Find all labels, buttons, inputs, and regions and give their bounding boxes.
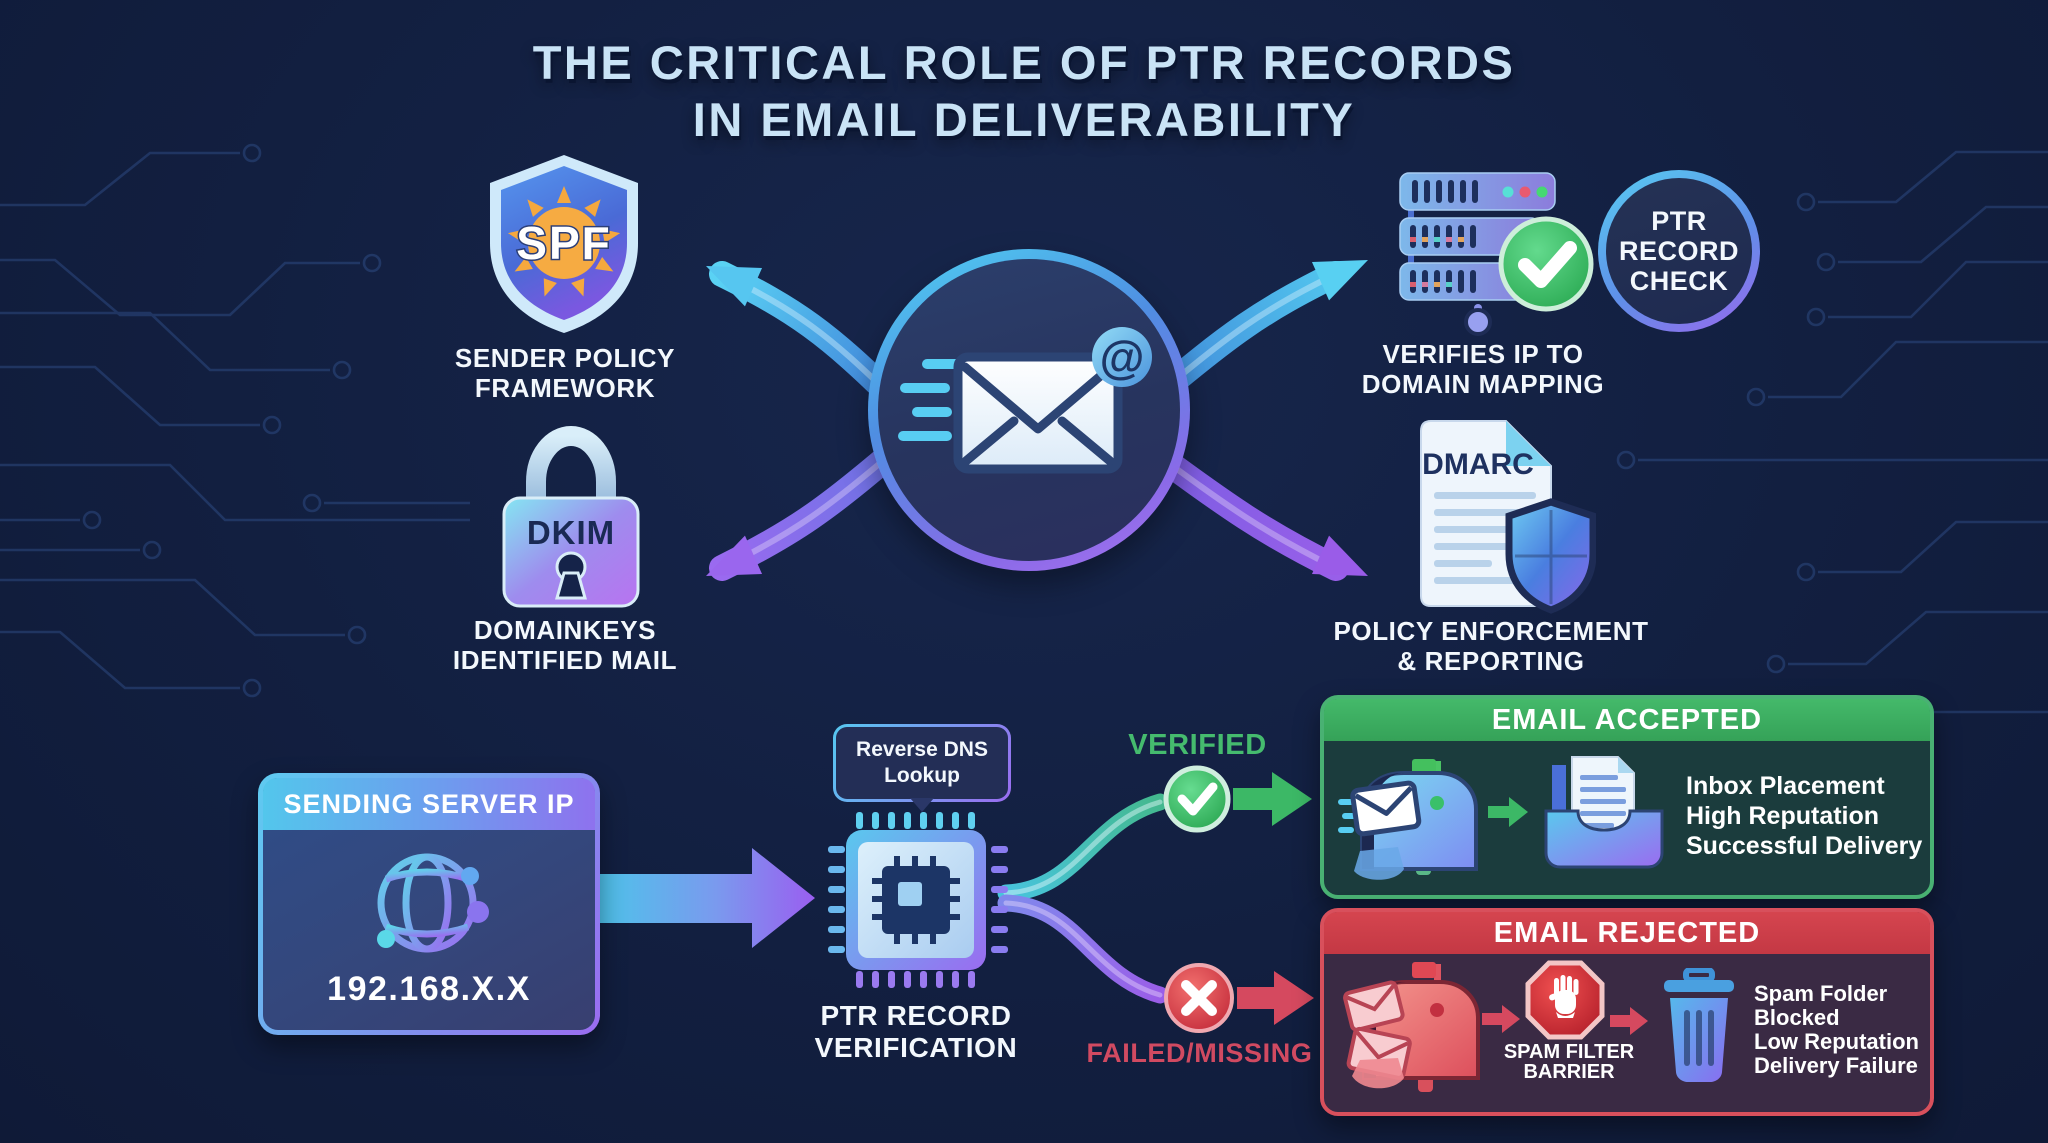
page-title: THE CRITICAL ROLE OF PTR RECORDS IN EMAI… xyxy=(0,34,2048,149)
speed-lines xyxy=(898,359,962,441)
sending-server-card: SENDING SERVER IP 192.168.X.X xyxy=(258,773,600,1035)
ptr-verification-label: PTR RECORD VERIFICATION xyxy=(814,1000,1018,1064)
circuit-pattern-left xyxy=(0,143,470,698)
chip-pins xyxy=(828,812,1008,988)
dmarc-label: POLICY ENFORCEMENT & REPORTING xyxy=(1333,616,1649,677)
accepted-item: Inbox Placement xyxy=(1686,772,1885,800)
keyhole-icon xyxy=(555,551,587,600)
ptr-check-label: VERIFIES IP TO DOMAIN MAPPING xyxy=(1361,339,1605,400)
mailbox-accepted-icon xyxy=(1338,759,1478,880)
hand-icon xyxy=(1549,975,1579,1018)
stop-sign-icon xyxy=(1525,960,1605,1040)
rejected-flow-arrow-1-icon xyxy=(1482,1005,1520,1033)
at-badge: @ xyxy=(1100,331,1145,383)
rejected-item: Blocked xyxy=(1754,1005,1840,1030)
failed-x-icon xyxy=(1164,963,1234,1033)
trash-can-icon xyxy=(1664,968,1734,1082)
arrow-to-spf xyxy=(706,261,911,416)
arrow-to-dkim xyxy=(706,435,911,581)
ptr-record-check-badge: PTR RECORD CHECK xyxy=(1598,170,1760,332)
email-envelope-icon: @ xyxy=(898,327,1152,474)
mailbox-rejected-icon xyxy=(1343,962,1480,1092)
dmarc-shield-icon xyxy=(1505,498,1596,614)
arrow-to-accepted xyxy=(1233,772,1312,826)
dkim-label: DOMAINKEYS IDENTIFIED MAIL xyxy=(452,615,678,676)
branch-verified-path xyxy=(997,793,1169,902)
globe-icon xyxy=(377,853,489,953)
email-rejected-card: EMAIL REJECTED xyxy=(1320,908,1934,1116)
rejected-item: Low Reputation xyxy=(1754,1029,1919,1054)
accepted-flow-arrow-icon xyxy=(1488,797,1528,827)
server-ip-value: 192.168.X.X xyxy=(327,970,531,1008)
reverse-dns-tooltip: Reverse DNS Lookup xyxy=(833,724,1011,812)
rejected-flow-arrow-2-icon xyxy=(1610,1007,1648,1035)
inbox-document-icon xyxy=(1544,756,1664,869)
arrow-server-to-chip xyxy=(595,848,815,948)
dkim-lock-icon: DKIM xyxy=(502,425,640,608)
page-title-line2: IN EMAIL DELIVERABILITY xyxy=(692,93,1356,147)
sending-server-title: SENDING SERVER IP xyxy=(263,778,595,830)
email-accepted-title: EMAIL ACCEPTED xyxy=(1324,699,1930,741)
cpu-chip-icon xyxy=(828,812,1008,988)
verified-check-icon xyxy=(1163,765,1231,833)
dns-slider xyxy=(1394,304,1644,336)
arrow-to-rejected xyxy=(1237,971,1314,1025)
accepted-item: High Reputation xyxy=(1686,802,1880,830)
failed-label: FAILED/MISSING xyxy=(1086,1038,1313,1068)
rejected-item: Delivery Failure xyxy=(1754,1053,1918,1078)
rejected-items-list: Spam Folder Blocked Low Reputation Deliv… xyxy=(1754,982,1919,1078)
accepted-items-list: Inbox Placement High Reputation Successf… xyxy=(1686,771,1922,861)
accepted-item: Successful Delivery xyxy=(1686,832,1923,860)
server-stack-icon xyxy=(1394,172,1644,336)
verified-label: VERIFIED xyxy=(1128,729,1267,761)
spf-badge-text: SPF xyxy=(516,217,611,269)
dmarc-badge-text: DMARC xyxy=(1422,448,1534,481)
email-circle: @ xyxy=(868,249,1190,571)
email-accepted-card: EMAIL ACCEPTED xyxy=(1320,695,1934,899)
email-rejected-title: EMAIL REJECTED xyxy=(1324,912,1930,954)
rejected-item: Spam Folder xyxy=(1754,981,1888,1006)
page-title-line1: THE CRITICAL ROLE OF PTR RECORDS xyxy=(532,36,1516,89)
spf-label: SENDER POLICY FRAMEWORK xyxy=(454,343,676,404)
sun-icon xyxy=(507,186,621,297)
branch-failed-path xyxy=(997,894,1169,1004)
dkim-badge-text: DKIM xyxy=(527,514,615,551)
dmarc-document-icon: DMARC xyxy=(1420,420,1596,614)
spf-shield-icon: SPF xyxy=(490,155,638,333)
spam-filter-barrier-label: SPAM FILTER BARRIER xyxy=(1503,1041,1635,1083)
server-bar-1 xyxy=(1399,172,1556,211)
check-circle-icon xyxy=(1498,216,1594,312)
arrow-to-dmarc xyxy=(1135,435,1368,581)
